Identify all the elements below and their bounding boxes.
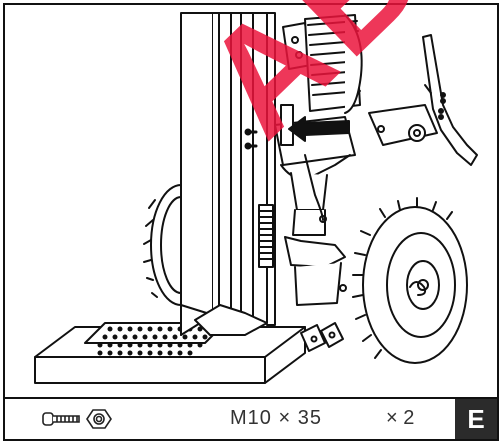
assembly-illustration xyxy=(34,12,478,384)
motor-assembly xyxy=(274,14,363,306)
instruction-frame: ABC M10 × 35 × 2 E xyxy=(3,0,504,441)
hardware-icons xyxy=(42,409,112,429)
nut-icon xyxy=(86,409,112,429)
handle-bracket xyxy=(368,34,478,166)
spring-rod xyxy=(258,12,276,326)
bolt-spec: M10 × 35 xyxy=(230,407,322,429)
bolt-quantity: × 2 xyxy=(386,407,415,429)
direction-arrow xyxy=(288,116,350,142)
step-badge: E xyxy=(455,399,497,439)
base-grate xyxy=(97,326,213,356)
main-column xyxy=(180,12,268,336)
base-brackets xyxy=(300,322,344,352)
bolts-left xyxy=(244,128,258,150)
front-wheel xyxy=(352,197,468,364)
bolt-icon xyxy=(42,412,80,426)
footer-bar: M10 × 35 × 2 E xyxy=(5,397,497,439)
